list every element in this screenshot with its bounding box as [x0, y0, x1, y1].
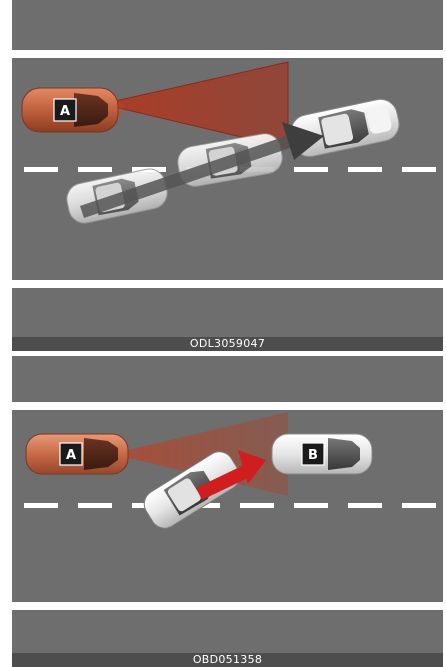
- road-edge-line-bottom: [12, 280, 443, 288]
- figure-code-bar: OBD051358: [12, 653, 443, 667]
- car-b-label: B: [308, 448, 318, 463]
- figure-code: OBD051358: [12, 653, 443, 667]
- own-vehicle-a: A: [26, 434, 128, 474]
- diagram-panel-cut-in: B A OBD051358: [12, 356, 443, 666]
- car-a-label: A: [60, 104, 70, 119]
- car-a-label: A: [66, 448, 76, 463]
- vehicle-b: B: [272, 434, 372, 474]
- road-scene-1: A: [12, 0, 443, 337]
- own-vehicle-a: A: [22, 88, 126, 132]
- figure-code-bar: ODL3059047: [12, 337, 443, 351]
- diagram-panel-lane-change: A ODL3059047: [12, 0, 443, 355]
- road-scene-2: B A: [12, 356, 443, 653]
- figure-code: ODL3059047: [12, 337, 443, 351]
- road-edge-line-top: [12, 402, 443, 410]
- road-edge-line-bottom: [12, 602, 443, 610]
- road-edge-line-top: [12, 50, 443, 58]
